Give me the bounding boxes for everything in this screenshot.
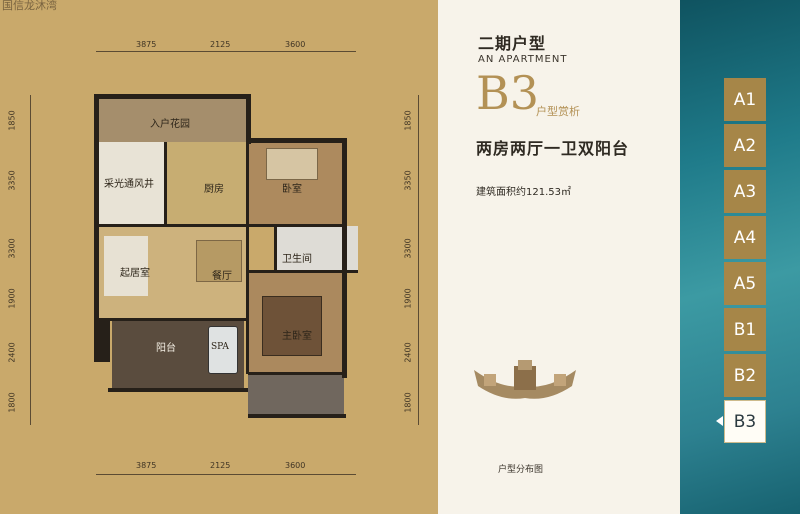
dim-right-5: 2400 — [403, 342, 413, 363]
wall-master-bottom — [248, 372, 346, 375]
kitchen-area — [166, 142, 248, 226]
wall-bedroom-top — [246, 138, 346, 143]
dim-right-3: 3300 — [403, 238, 413, 259]
unit-nav-panel: A1 A2 A3 A4 A5 B1 B2 B3 — [680, 0, 800, 514]
dim-left-5: 2400 — [7, 342, 17, 363]
bottom-dimension-line — [96, 474, 356, 475]
bedroom-bed — [266, 148, 318, 180]
dim-left-6: 1800 — [7, 392, 17, 413]
info-panel: 二期户型 AN APARTMENT B3 户型赏析 两房两厅一卫双阳台 建筑面积… — [438, 0, 680, 514]
nav-button-a1[interactable]: A1 — [724, 78, 766, 121]
wall-balcony-bottom — [108, 388, 248, 392]
label-balcony: 阳台 — [156, 343, 176, 354]
distribution-map-image — [474, 360, 576, 399]
unit-code: B3 — [476, 66, 540, 120]
top-dimension-line — [96, 51, 356, 52]
subtitle-en: AN APARTMENT — [478, 54, 568, 65]
dining-table — [196, 240, 242, 282]
label-spa: SPA — [211, 342, 229, 352]
wall-top — [94, 94, 250, 99]
dim-right-4: 1900 — [403, 288, 413, 309]
label-lightwell: 采光通风井 — [104, 179, 154, 190]
nav-button-b3[interactable]: B3 — [724, 400, 766, 443]
dim-bottom-1: 3875 — [136, 461, 157, 470]
nav-button-a5[interactable]: A5 — [724, 262, 766, 305]
dim-top-1: 3875 — [136, 40, 157, 49]
wall-right — [342, 138, 347, 378]
spa-tub — [208, 326, 238, 374]
wall-balcony-top — [96, 318, 248, 321]
phase-title: 二期户型 — [478, 34, 547, 53]
label-entry-garden: 入户花园 — [150, 119, 190, 130]
dim-left-4: 1900 — [7, 288, 17, 309]
nav-button-a4[interactable]: A4 — [724, 216, 766, 259]
nav-button-a2[interactable]: A2 — [724, 124, 766, 167]
nav-button-b1[interactable]: B1 — [724, 308, 766, 351]
floor-plan-panel: 国信龙沐湾 3875 2125 3600 3875 2125 3600 1850… — [0, 0, 438, 514]
nav-button-a3[interactable]: A3 — [724, 170, 766, 213]
label-master: 主卧室 — [282, 331, 312, 342]
layout-description: 两房两厅一卫双阳台 — [476, 139, 630, 158]
second-balcony-area — [248, 374, 344, 416]
wall-left-balcony — [94, 318, 110, 362]
right-dimension-line — [418, 95, 419, 425]
nav-button-b2[interactable]: B2 — [724, 354, 766, 397]
label-living: 起居室 — [120, 268, 150, 279]
dim-right-2: 3350 — [403, 170, 413, 191]
active-pointer-icon — [716, 416, 723, 426]
dim-left-3: 3300 — [7, 238, 17, 259]
wall-left-upper — [94, 94, 99, 318]
dim-top-3: 3600 — [285, 40, 306, 49]
wall-bathroom-left — [274, 226, 277, 272]
floor-area: 建筑面积约121.53㎡ — [476, 187, 571, 198]
distribution-caption: 户型分布图 — [498, 465, 544, 475]
lightwell-area — [96, 142, 166, 226]
wall-lightwell-kitchen — [164, 142, 167, 226]
unit-code-suffix: 户型赏析 — [536, 105, 580, 118]
master-bed — [262, 296, 322, 356]
wall-garden-right — [246, 94, 251, 144]
wall-mid-horizontal — [96, 224, 346, 227]
wall-bathroom-bottom — [248, 270, 358, 273]
label-kitchen: 厨房 — [204, 184, 224, 195]
dim-right-6: 1800 — [403, 392, 413, 413]
label-bathroom: 卫生间 — [282, 254, 312, 265]
dim-top-2: 2125 — [210, 40, 231, 49]
dim-left-2: 3350 — [7, 170, 17, 191]
brand-name: 国信龙沐湾 — [2, 0, 57, 12]
wall-central-vertical — [246, 142, 249, 374]
dim-bottom-2: 2125 — [210, 461, 231, 470]
label-bedroom: 卧室 — [282, 184, 302, 195]
dim-bottom-3: 3600 — [285, 461, 306, 470]
wall-second-balcony-bottom — [248, 414, 346, 418]
dim-right-1: 1850 — [403, 110, 413, 131]
entry-garden-area — [96, 96, 248, 142]
dim-left-1: 1850 — [7, 110, 17, 131]
living-sofa — [104, 236, 148, 296]
left-dimension-line — [30, 95, 31, 425]
label-dining: 餐厅 — [212, 271, 232, 282]
